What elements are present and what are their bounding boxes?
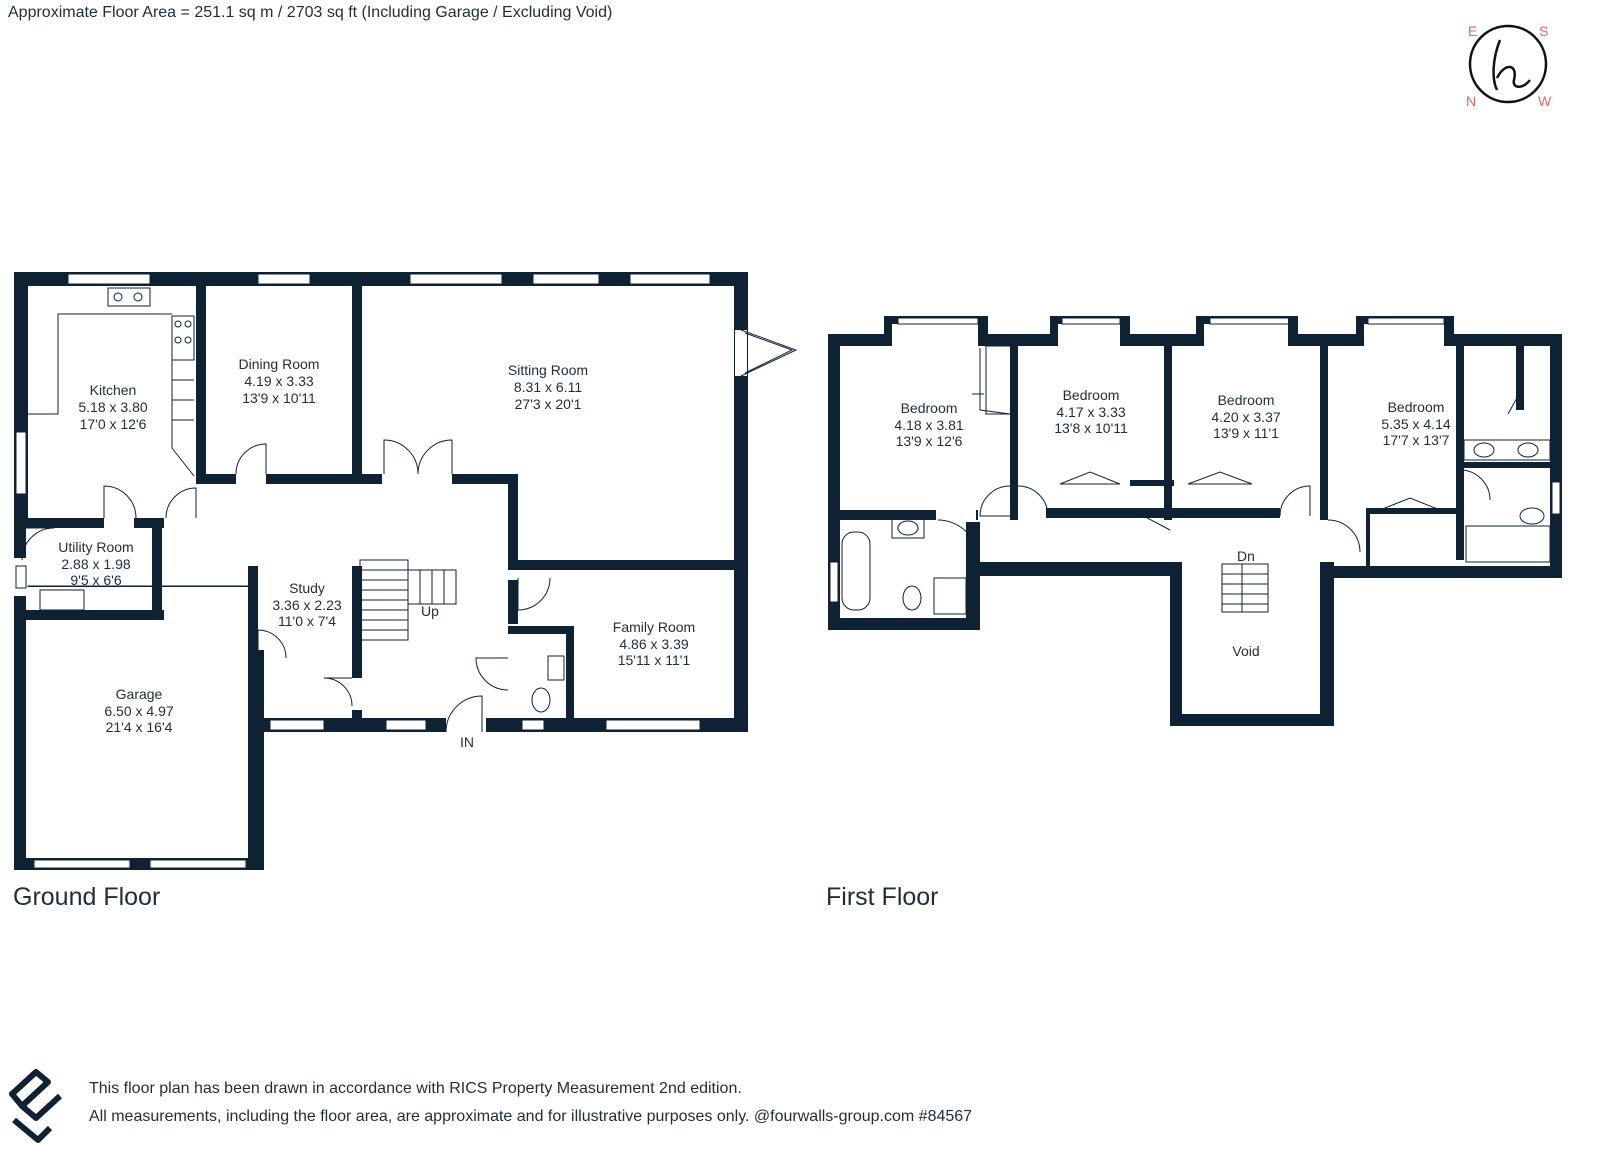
stair-down-label: Dn	[1237, 548, 1255, 564]
svg-text:15'11 x 11'1: 15'11 x 11'1	[618, 652, 691, 668]
first-floor-walls	[828, 316, 1562, 726]
svg-text:17'0 x 12'6: 17'0 x 12'6	[80, 416, 147, 432]
svg-text:5.18 x 3.80: 5.18 x 3.80	[78, 399, 147, 415]
svg-text:Study: Study	[289, 580, 325, 596]
svg-text:Dining Room: Dining Room	[239, 356, 320, 372]
svg-text:17'7 x 13'7: 17'7 x 13'7	[1383, 432, 1450, 448]
svg-text:6.50 x 4.97: 6.50 x 4.97	[104, 703, 173, 719]
svg-text:Bedroom: Bedroom	[1063, 387, 1120, 403]
ground-floor-labels: Kitchen 5.18 x 3.80 17'0 x 12'6 Dining R…	[58, 356, 695, 750]
svg-text:2.88 x 1.98: 2.88 x 1.98	[61, 556, 130, 572]
entrance-label: IN	[460, 734, 474, 750]
svg-text:13'9 x 10'11: 13'9 x 10'11	[242, 390, 316, 406]
svg-text:Garage: Garage	[116, 686, 163, 702]
svg-text:4.17 x 3.33: 4.17 x 3.33	[1056, 404, 1125, 420]
svg-text:5.35 x 4.14: 5.35 x 4.14	[1381, 416, 1450, 432]
svg-text:8.31 x 6.11: 8.31 x 6.11	[514, 379, 582, 395]
svg-text:13'9 x 12'6: 13'9 x 12'6	[896, 433, 963, 449]
svg-text:3.36 x 2.23: 3.36 x 2.23	[272, 597, 341, 613]
room-label-utility-room: Utility Room 2.88 x 1.98 9'5 x 6'6	[58, 539, 133, 588]
svg-text:9'5 x 6'6: 9'5 x 6'6	[70, 572, 121, 588]
compass-n: N	[1466, 93, 1476, 109]
compass-w: W	[1538, 93, 1552, 109]
svg-text:Bedroom: Bedroom	[1388, 399, 1445, 415]
room-label-kitchen: Kitchen 5.18 x 3.80 17'0 x 12'6	[78, 382, 147, 432]
footer-rics-note: This floor plan has been drawn in accord…	[89, 1080, 742, 1097]
room-label-family-room: Family Room 4.86 x 3.39 15'11 x 11'1	[613, 619, 695, 668]
room-label-bedroom-2: Bedroom 4.17 x 3.33 13'8 x 10'11	[1054, 387, 1128, 436]
svg-text:Utility Room: Utility Room	[58, 539, 133, 555]
svg-text:Sitting Room: Sitting Room	[508, 362, 588, 378]
room-label-bedroom-4: Bedroom 5.35 x 4.14 17'7 x 13'7	[1381, 399, 1450, 448]
svg-text:4.86 x 3.39: 4.86 x 3.39	[619, 636, 688, 652]
svg-text:Bedroom: Bedroom	[901, 400, 958, 416]
svg-text:4.19 x 3.33: 4.19 x 3.33	[244, 373, 313, 389]
svg-text:11'0 x 7'4: 11'0 x 7'4	[278, 613, 336, 629]
ground-floor-walls	[14, 272, 798, 870]
room-label-garage: Garage 6.50 x 4.97 21'4 x 16'4	[104, 686, 173, 735]
svg-text:Bedroom: Bedroom	[1218, 392, 1275, 408]
first-floor-title: First Floor	[826, 883, 939, 911]
svg-text:13'8 x 10'11: 13'8 x 10'11	[1054, 420, 1128, 436]
compass-logo: E S N W	[1466, 23, 1552, 109]
room-label-bedroom-3: Bedroom 4.20 x 3.37 13'9 x 11'1	[1211, 392, 1280, 441]
svg-text:Family Room: Family Room	[613, 619, 695, 635]
first-floor-labels: Bedroom 4.18 x 3.81 13'9 x 12'6 Bedroom …	[894, 387, 1450, 659]
svg-text:4.18 x 3.81: 4.18 x 3.81	[894, 417, 963, 433]
void-label: Void	[1232, 643, 1259, 659]
floor-area-summary: Approximate Floor Area = 251.1 sq m / 27…	[8, 4, 613, 21]
ground-floor-title: Ground Floor	[13, 883, 161, 911]
stair-up-label: Up	[421, 603, 439, 619]
svg-text:27'3 x 20'1: 27'3 x 20'1	[515, 396, 582, 412]
fourwalls-logo-icon	[9, 1069, 63, 1143]
compass-s: S	[1539, 23, 1548, 39]
room-label-dining-room: Dining Room 4.19 x 3.33 13'9 x 10'11	[239, 356, 320, 406]
svg-text:13'9 x 11'1: 13'9 x 11'1	[1213, 425, 1279, 441]
svg-text:4.20 x 3.37: 4.20 x 3.37	[1211, 409, 1280, 425]
room-label-sitting-room: Sitting Room 8.31 x 6.11 27'3 x 20'1	[508, 362, 588, 412]
svg-text:Kitchen: Kitchen	[90, 382, 137, 398]
room-label-bedroom-1: Bedroom 4.18 x 3.81 13'9 x 12'6	[894, 400, 963, 449]
svg-text:21'4 x 16'4: 21'4 x 16'4	[106, 719, 173, 735]
room-label-study: Study 3.36 x 2.23 11'0 x 7'4	[272, 580, 341, 629]
compass-e: E	[1468, 23, 1477, 39]
footer-disclaimer: All measurements, including the floor ar…	[89, 1108, 973, 1125]
